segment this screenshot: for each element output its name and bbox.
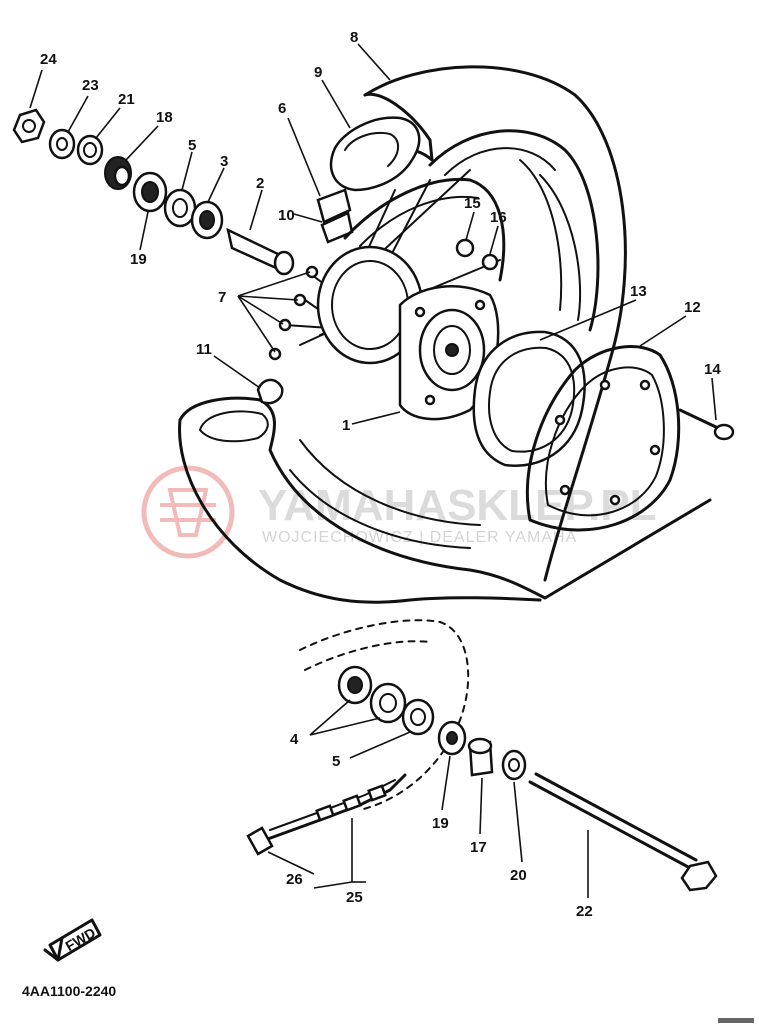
callout-labels: 24 23 21 18 19 5 3 2 8 9 6 10 15 16 7 11…	[40, 29, 721, 920]
callout-19-upper: 19	[130, 251, 147, 268]
spacer-2-part	[226, 227, 295, 276]
callout-22: 22	[576, 903, 593, 920]
collar-18-part	[104, 156, 132, 190]
circlip-21-part	[76, 134, 104, 166]
forward-arrow-icon: FWD	[43, 918, 102, 962]
callout-9: 9	[314, 64, 322, 81]
nut-15-part	[455, 238, 475, 258]
tire-part	[178, 65, 712, 604]
valve-cap-11-part	[256, 378, 284, 405]
callout-15: 15	[464, 195, 481, 212]
callout-16: 16	[490, 209, 507, 226]
callout-14: 14	[704, 361, 721, 378]
bearing-4-lower-part	[369, 682, 407, 724]
bearing-4-upper-part	[337, 665, 373, 705]
sprocket-12-part	[525, 345, 681, 532]
callout-20: 20	[510, 867, 527, 884]
washer-16-part	[481, 253, 499, 271]
lower-tire-outline	[299, 619, 470, 811]
bearing-3-part	[190, 200, 224, 240]
watermark-subtitle: WOJCIECHOWICZ | DEALER YAMAHA	[262, 529, 577, 546]
callout-2: 2	[256, 175, 264, 192]
callout-25: 25	[346, 889, 363, 906]
oil-seal-19-part	[132, 171, 168, 213]
hub-part	[316, 245, 500, 421]
dealer-watermark: YAMAHASKLEP.PL WOJCIECHOWICZ | DEALER YA…	[141, 465, 657, 559]
diagram-part-code: 4AA1100-2240	[22, 983, 116, 999]
callout-23: 23	[82, 77, 99, 94]
callout-8: 8	[350, 29, 358, 46]
callout-24: 24	[40, 51, 57, 68]
bearing-5-part	[163, 188, 197, 228]
seal-19-part	[437, 720, 467, 756]
callout-11: 11	[196, 341, 212, 358]
bolt-14-part	[678, 408, 735, 441]
callout-5-upper: 5	[188, 137, 196, 154]
washer-20-part	[501, 749, 527, 781]
callout-12: 12	[684, 299, 701, 316]
callout-6: 6	[278, 100, 286, 117]
chain-25-part	[263, 773, 407, 842]
joint-26-part	[246, 826, 274, 856]
axle-22-part	[528, 772, 718, 892]
tube-part	[316, 116, 421, 244]
callout-21: 21	[118, 91, 135, 108]
callout-13: 13	[630, 283, 647, 300]
rim-part	[343, 177, 506, 282]
callout-17: 17	[470, 839, 487, 856]
callout-5-lower: 5	[332, 753, 340, 770]
callout-3: 3	[220, 153, 228, 170]
callout-10: 10	[278, 207, 295, 224]
corner-mark	[718, 1018, 754, 1023]
watermark-logo-icon	[141, 465, 235, 559]
spacer-5-part	[401, 698, 435, 736]
callout-19-lower: 19	[432, 815, 449, 832]
collar-17-part	[467, 737, 494, 777]
callout-7: 7	[218, 289, 226, 306]
callout-18: 18	[156, 109, 173, 126]
nut-24-part	[12, 108, 46, 144]
leader-lines	[29, 43, 717, 898]
washer-23-part	[48, 128, 76, 160]
gasket-13-part	[472, 330, 586, 467]
callout-1: 1	[342, 417, 350, 434]
callout-4: 4	[290, 731, 299, 748]
callout-26: 26	[286, 871, 303, 888]
forward-label: FWD	[62, 924, 98, 954]
watermark-title: YAMAHASKLEP.PL	[258, 481, 657, 530]
